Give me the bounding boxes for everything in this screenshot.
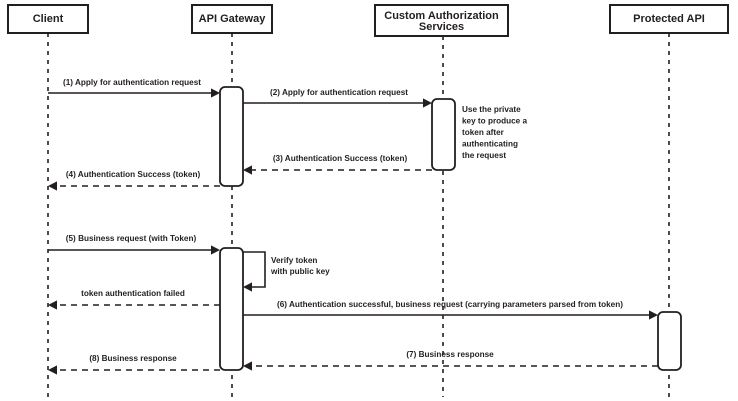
message-msg-business-request-client-to-gateway <box>48 245 220 255</box>
lifelines-layer <box>47 33 670 397</box>
message-msg-apply-auth-client-to-gateway <box>48 88 220 98</box>
message-label-msg-business-response-gateway-to-client: (8) Business response <box>89 354 177 363</box>
message-label-msg-token-authentication-failed: token authentication failed <box>81 289 185 298</box>
participant-label-custom-authorization-services: Custom Authorization <box>384 10 499 22</box>
arrow-head-msg-business-response-api-to-gateway <box>243 361 252 371</box>
activations-layer <box>219 86 682 371</box>
arrow-head-msg-auth-successful-business-request <box>649 310 658 320</box>
participant-client[interactable]: Client <box>7 4 89 34</box>
participant-label-protected-api: Protected API <box>633 13 705 25</box>
participant-label-client: Client <box>33 13 64 25</box>
message-label-msg-business-response-api-to-gateway: (7) Business response <box>406 350 494 359</box>
message-label-msg-auth-success-gateway-to-client: (4) Authentication Success (token) <box>66 170 201 179</box>
activation-bar-act-protected-api <box>657 311 682 371</box>
message-msg-auth-success-gateway-to-client <box>48 181 220 191</box>
arrow-head-msg-auth-success-gateway-to-client <box>48 181 57 191</box>
note-text-line: token after <box>462 128 505 137</box>
note-text-line: key to produce a <box>462 117 528 126</box>
arrow-head-msg-business-response-gateway-to-client <box>48 365 57 375</box>
note-text-line: the request <box>462 151 506 160</box>
self-message-label-line-2: with public key <box>270 267 330 276</box>
activation-bar-act-cas-auth <box>431 98 456 171</box>
participants-layer: Client API Gateway Custom AuthorizationSer… <box>7 4 729 37</box>
self-message-label-line-1: Verify token <box>271 256 317 265</box>
arrow-head-self-msg-verify-token <box>243 282 252 292</box>
message-msg-auth-success-cas-to-gateway <box>243 165 432 175</box>
arrow-head-msg-auth-success-cas-to-gateway <box>243 165 252 175</box>
activation-bar-act-gateway-auth <box>219 86 244 187</box>
arrow-head-msg-apply-auth-gateway-to-cas <box>423 98 432 108</box>
arrow-head-msg-business-request-client-to-gateway <box>211 245 220 255</box>
self-messages-layer: Verify token with public key <box>243 251 330 292</box>
participant-label-custom-authorization-services-line2: Services <box>419 21 464 33</box>
message-label-msg-auth-success-cas-to-gateway: (3) Authentication Success (token) <box>273 154 408 163</box>
messages-layer: (1) Apply for authentication request (2) … <box>48 78 658 375</box>
arrow-head-msg-apply-auth-client-to-gateway <box>211 88 220 98</box>
participant-box-custom-authorization-services[interactable] <box>374 4 509 37</box>
self-message-path-self-msg-verify-token <box>243 251 266 288</box>
message-label-msg-apply-auth-client-to-gateway: (1) Apply for authentication request <box>63 78 201 87</box>
participant-box-api-gateway[interactable] <box>191 4 273 34</box>
participant-box-protected-api[interactable] <box>609 4 729 34</box>
participant-protected-api[interactable]: Protected API <box>609 4 729 34</box>
participant-box-client[interactable] <box>7 4 89 34</box>
message-msg-business-response-gateway-to-client <box>48 365 220 375</box>
participant-label-api-gateway: API Gateway <box>199 13 267 25</box>
notes-layer: Use the private key to produce a token aft… <box>462 105 528 160</box>
note-text-line: authenticating <box>462 140 518 149</box>
message-msg-apply-auth-gateway-to-cas <box>243 98 432 108</box>
message-label-msg-apply-auth-gateway-to-cas: (2) Apply for authentication request <box>270 88 408 97</box>
participant-api-gateway[interactable]: API Gateway <box>191 4 273 34</box>
message-label-msg-business-request-client-to-gateway: (5) Business request (with Token) <box>66 234 197 243</box>
message-msg-token-authentication-failed <box>48 300 220 310</box>
message-label-msg-auth-successful-business-request: (6) Authentication successful, business … <box>277 300 623 309</box>
activation-bar-act-gateway-business <box>219 247 244 371</box>
note-text-line: Use the private <box>462 105 521 114</box>
self-message-self-msg-verify-token <box>243 251 266 292</box>
message-msg-business-response-api-to-gateway <box>243 361 658 371</box>
arrow-head-msg-token-authentication-failed <box>48 300 57 310</box>
message-msg-auth-successful-business-request <box>243 310 658 320</box>
